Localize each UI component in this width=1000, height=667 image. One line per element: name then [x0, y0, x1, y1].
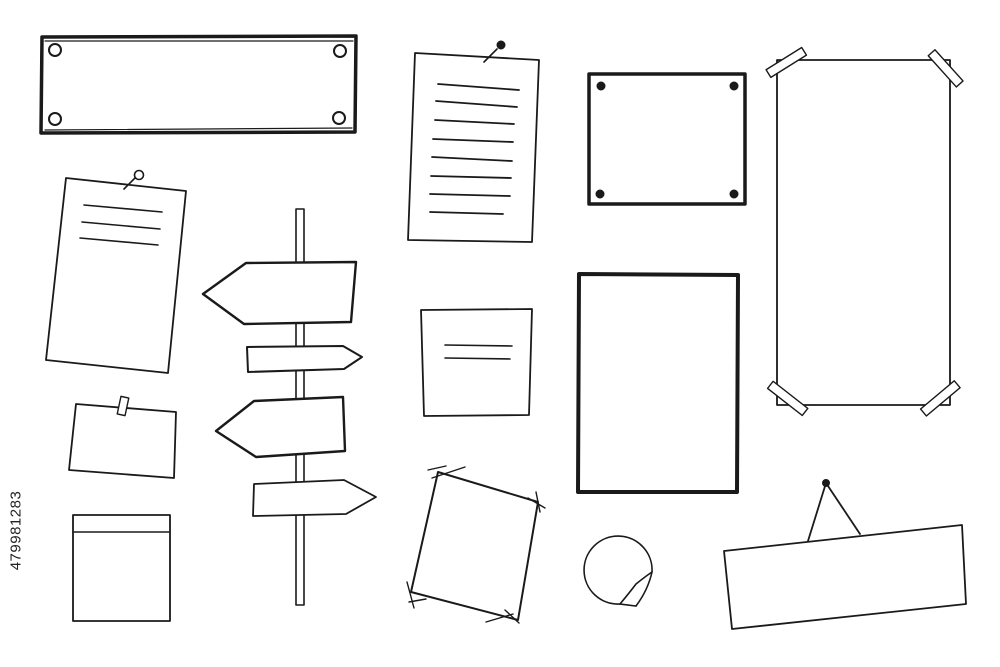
stock-id-text: 479981283: [7, 490, 25, 570]
tape-icon: [927, 49, 964, 88]
bolt-icon: [333, 44, 347, 58]
bolt-icon: [48, 112, 62, 126]
pin-icon: [123, 169, 145, 190]
sign-arrow-left: [201, 260, 358, 326]
taped-small-note: [68, 395, 177, 479]
screwed-plate: [587, 72, 747, 206]
hanging-string: [807, 482, 861, 542]
hanging-sign: [723, 479, 967, 630]
sign-arrow-right: [252, 479, 377, 517]
sign-arrow-right: [246, 345, 363, 373]
curled-sticker: [583, 535, 653, 607]
tape-icon: [116, 395, 130, 417]
taped-poster: [765, 46, 964, 417]
tilted-frame: [406, 465, 546, 624]
screw-icon: [729, 189, 739, 199]
bolt-icon: [332, 111, 346, 125]
tape-icon: [766, 380, 809, 417]
pinned-lined-note: [45, 169, 187, 374]
sticky-note: [420, 308, 533, 417]
stock-id-watermark: 479981283: [2, 430, 30, 630]
screw-icon: [729, 81, 739, 91]
tape-icon: [765, 46, 808, 79]
pinned-lined-paper: [407, 40, 540, 243]
signpost: [201, 208, 377, 606]
bolted-banner: [39, 34, 358, 135]
screw-icon: [596, 81, 606, 91]
bolt-icon: [48, 43, 62, 57]
bold-board: [576, 272, 740, 494]
sign-arrow-left: [214, 395, 347, 459]
header-band-note: [72, 514, 171, 622]
tape-icon: [919, 380, 961, 417]
screw-icon: [595, 189, 605, 199]
pin-icon: [483, 40, 506, 63]
